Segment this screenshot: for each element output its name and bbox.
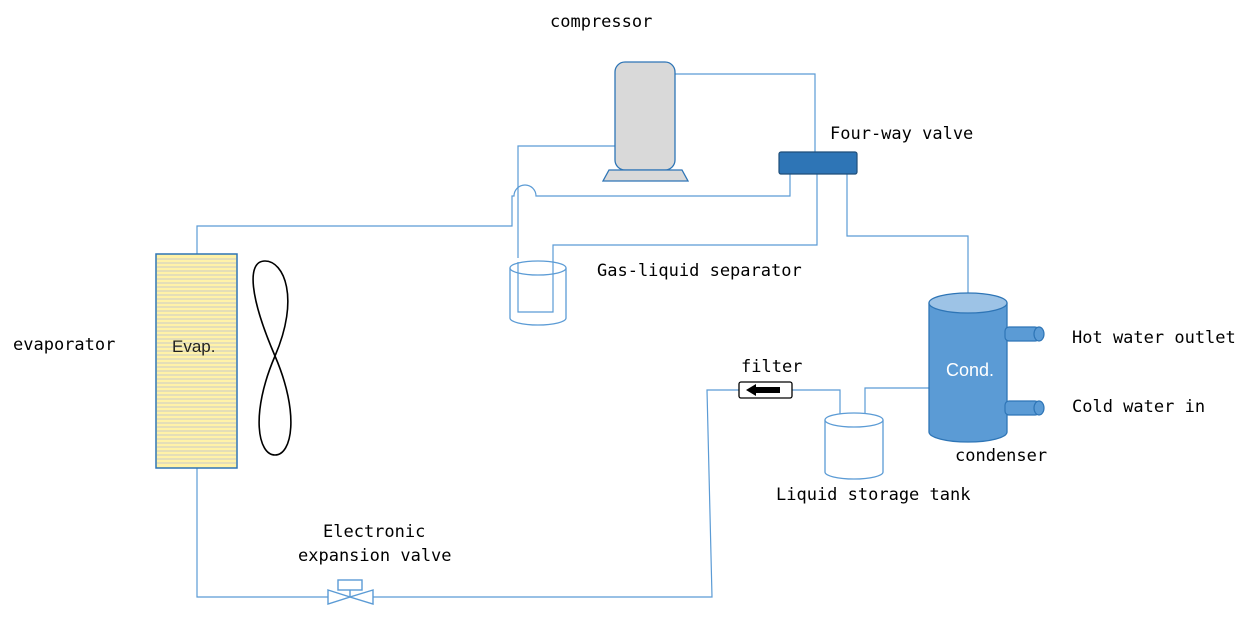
pipe-valve-to-evaporator bbox=[196, 174, 791, 254]
condenser: Cond. bbox=[928, 292, 1045, 443]
pipe-valve-to-separator bbox=[552, 174, 818, 262]
expansion-valve-label-line1: Electronic bbox=[323, 522, 425, 542]
condenser-top bbox=[928, 292, 1008, 314]
separator-body bbox=[509, 268, 567, 326]
tank-top bbox=[824, 412, 884, 428]
cold-water-in-label: Cold water in bbox=[1072, 397, 1205, 417]
pipe-compressor-suction bbox=[517, 145, 617, 258]
expansion-valve-actuator bbox=[337, 579, 363, 591]
separator-inner-tube bbox=[517, 262, 554, 313]
tank-body bbox=[824, 420, 884, 480]
pipe-expansion-to-evaporator bbox=[196, 468, 328, 598]
pipe-valve-to-condenser bbox=[846, 174, 969, 294]
evaporator-label: evaporator bbox=[13, 335, 115, 355]
separator-top bbox=[509, 260, 567, 276]
expansion-valve-label-line2: expansion valve bbox=[298, 546, 452, 566]
pipe-condenser-to-tank bbox=[864, 387, 930, 414]
filter-label: filter bbox=[741, 357, 802, 377]
gas-liquid-separator bbox=[509, 260, 567, 326]
pipe-compressor-discharge bbox=[674, 73, 816, 152]
liquid-storage-tank-label: Liquid storage tank bbox=[776, 485, 970, 505]
condenser-body bbox=[928, 303, 1008, 443]
evaporator-short-label: Evap. bbox=[172, 337, 215, 356]
fan-icon bbox=[252, 260, 292, 456]
evaporator-body bbox=[155, 253, 238, 469]
compressor bbox=[601, 61, 690, 182]
pipes bbox=[196, 73, 969, 598]
evaporator: Evap. bbox=[155, 253, 238, 469]
liquid-storage-tank bbox=[824, 412, 884, 480]
compressor-body bbox=[614, 61, 676, 171]
electronic-expansion-valve bbox=[327, 579, 374, 605]
filter bbox=[738, 381, 793, 399]
compressor-base bbox=[601, 169, 690, 182]
four-way-valve bbox=[778, 151, 858, 175]
cold-water-pipe-end bbox=[1033, 400, 1045, 416]
filter-arrow-icon bbox=[746, 384, 780, 396]
expansion-valve-body-right bbox=[347, 589, 374, 605]
pipe-filter-to-expansion bbox=[373, 389, 739, 598]
evaporator-fins bbox=[157, 258, 236, 464]
pipe-tank-to-filter bbox=[792, 389, 841, 414]
gas-liquid-separator-label: Gas-liquid separator bbox=[597, 261, 802, 281]
condenser-label: condenser bbox=[955, 446, 1047, 466]
four-way-valve-label: Four-way valve bbox=[830, 124, 973, 144]
hot-water-outlet-label: Hot water outlet bbox=[1072, 328, 1236, 348]
expansion-valve-body bbox=[327, 589, 353, 605]
condenser-short-label: Cond. bbox=[946, 360, 994, 380]
hot-water-pipe-end bbox=[1033, 326, 1045, 342]
compressor-label: compressor bbox=[550, 12, 652, 32]
